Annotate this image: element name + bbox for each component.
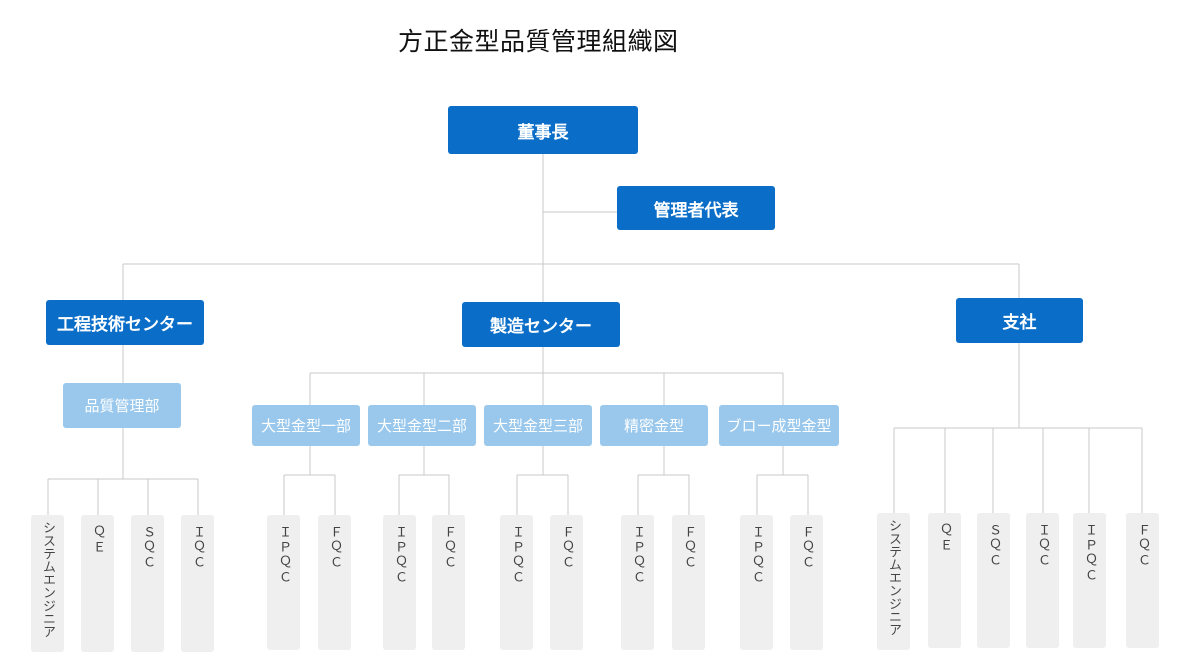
leaf-dept2-ipqc: ＩＰＱＣ [383, 515, 416, 650]
leaf-branch-system-engineer: システムエンジニア [877, 513, 910, 650]
leaf-branch-sqc: ＳＱＣ [977, 513, 1010, 648]
leaf-eng-sqc: ＳＱＣ [131, 515, 164, 652]
leaf-label: ＩＱＣ [1035, 523, 1050, 568]
node-precision-mold: 精密金型 [600, 405, 708, 446]
leaf-label: ＳＱＣ [140, 525, 155, 570]
leaf-eng-system-engineer: システムエンジニア [31, 515, 64, 652]
leaf-branch-ipqc: ＩＰＱＣ [1073, 513, 1106, 648]
leaf-precision-ipqc: ＩＰＱＣ [621, 515, 654, 650]
leaf-label: ＩＰＱＣ [749, 525, 764, 585]
node-quality-dept: 品質管理部 [63, 383, 181, 428]
leaf-label: ＦＱＣ [441, 525, 456, 570]
leaf-dept1-ipqc: ＩＰＱＣ [267, 515, 300, 650]
node-blow-mold: ブロー成型金型 [719, 405, 839, 446]
leaf-eng-qe: ＱＥ [81, 515, 114, 652]
leaf-eng-iqc: ＩＱＣ [181, 515, 214, 652]
leaf-label: ＦＱＣ [1135, 523, 1150, 568]
node-large-mold-2: 大型金型二部 [368, 405, 476, 446]
node-large-mold-1: 大型金型一部 [252, 405, 360, 446]
node-branch: 支社 [956, 298, 1083, 343]
leaf-label: ＦＱＣ [681, 525, 696, 570]
leaf-blow-fqc: ＦＱＣ [790, 515, 823, 650]
leaf-branch-fqc: ＦＱＣ [1126, 513, 1159, 648]
leaf-label: ＦＱＣ [559, 525, 574, 570]
leaf-label: ＱＥ [90, 525, 105, 555]
node-management-rep: 管理者代表 [617, 186, 775, 230]
node-manufacturing-center: 製造センター [462, 302, 620, 347]
leaf-dept3-fqc: ＦＱＣ [550, 515, 583, 650]
leaf-label: システムエンジニア [886, 519, 901, 636]
node-chairman: 董事長 [448, 106, 638, 154]
chart-title: 方正金型品質管理組織図 [398, 27, 679, 56]
leaf-precision-fqc: ＦＱＣ [672, 515, 705, 650]
leaf-label: ＳＱＣ [986, 523, 1001, 568]
leaf-label: ＦＱＣ [327, 525, 342, 570]
leaf-label: ＩＰＱＣ [1082, 523, 1097, 583]
leaf-branch-iqc: ＩＱＣ [1026, 513, 1059, 648]
leaf-label: システムエンジニア [40, 521, 55, 638]
leaf-label: ＩＰＱＣ [509, 525, 524, 585]
leaf-label: ＱＥ [937, 523, 952, 553]
leaf-dept2-fqc: ＦＱＣ [432, 515, 465, 650]
node-engineering-center: 工程技術センター [46, 300, 204, 345]
leaf-branch-qe: ＱＥ [928, 513, 961, 648]
leaf-blow-ipqc: ＩＰＱＣ [740, 515, 773, 650]
leaf-label: ＩＰＱＣ [630, 525, 645, 585]
leaf-label: ＩＰＱＣ [392, 525, 407, 585]
leaf-label: ＦＱＣ [799, 525, 814, 570]
leaf-label: ＩＰＱＣ [276, 525, 291, 585]
leaf-dept3-ipqc: ＩＰＱＣ [500, 515, 533, 650]
node-large-mold-3: 大型金型三部 [484, 405, 592, 446]
leaf-dept1-fqc: ＦＱＣ [318, 515, 351, 650]
leaf-label: ＩＱＣ [190, 525, 205, 570]
